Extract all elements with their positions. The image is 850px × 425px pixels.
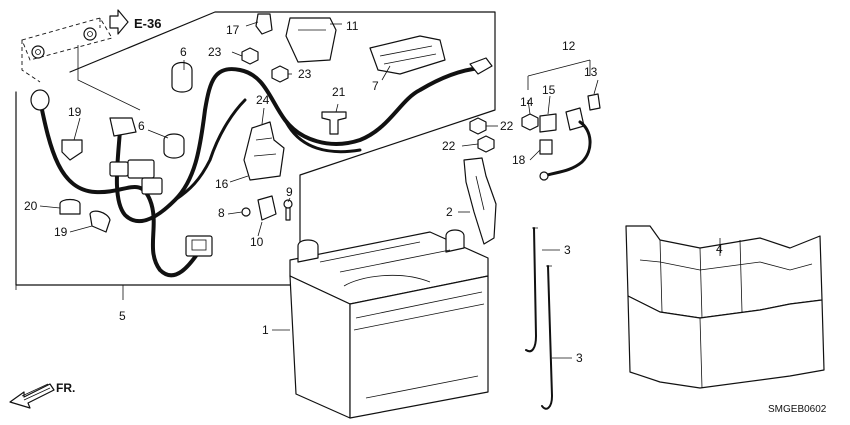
callout-12: 12 (562, 39, 576, 53)
battery-tray-drawing (625, 225, 825, 389)
callout-19b: 19 (54, 225, 68, 239)
battery-drawing (289, 229, 489, 419)
drawing-code: SMGEB0602 (768, 404, 827, 415)
callout-23b: 23 (298, 67, 312, 81)
callout-8: 8 (218, 206, 225, 220)
battery-setting-plate-drawing (463, 157, 497, 245)
callout-20: 20 (24, 199, 38, 213)
callout-5: 5 (119, 309, 126, 323)
nut-icon (469, 117, 495, 153)
callout-24: 24 (256, 93, 270, 107)
front-direction-indicator: FR. (9, 381, 75, 409)
callout-4: 4 (716, 242, 723, 256)
reference-label: E-36 (134, 16, 161, 31)
battery-wire-harness-drawing (30, 13, 493, 278)
callout-9: 9 (286, 185, 293, 199)
reference-arrow[interactable]: E-36 (109, 9, 161, 35)
callout-21: 21 (332, 85, 346, 99)
callout-18: 18 (512, 153, 526, 167)
callout-11: 11 (346, 19, 359, 33)
ground-bolt-icon (31, 27, 97, 59)
battery-setting-rod-drawing (525, 227, 553, 410)
callout-10: 10 (250, 235, 264, 249)
callout-2: 2 (446, 205, 453, 219)
callout-22b: 22 (442, 139, 456, 153)
callout-16: 16 (215, 177, 229, 191)
direction-label: FR. (56, 381, 75, 395)
harness-group-outline (15, 11, 496, 300)
callout-19a: 19 (68, 105, 82, 119)
leader-lines (39, 21, 721, 359)
callout-6b: 6 (138, 119, 145, 133)
callout-6a: 6 (180, 45, 187, 59)
callout-7: 7 (372, 79, 379, 93)
callout-17: 17 (226, 23, 240, 37)
callout-3b: 3 (576, 351, 583, 365)
callout-15: 15 (542, 83, 556, 97)
callout-1: 1 (262, 323, 269, 337)
callout-3a: 3 (564, 243, 571, 257)
callout-23a: 23 (208, 45, 222, 59)
callout-13: 13 (584, 65, 598, 79)
ground-cable-drawing (521, 59, 601, 181)
callout-labels: 1 2 3 3 4 5 6 6 7 8 9 10 11 12 13 14 15 … (24, 19, 723, 365)
callout-14: 14 (520, 95, 534, 109)
callout-22a: 22 (500, 119, 514, 133)
